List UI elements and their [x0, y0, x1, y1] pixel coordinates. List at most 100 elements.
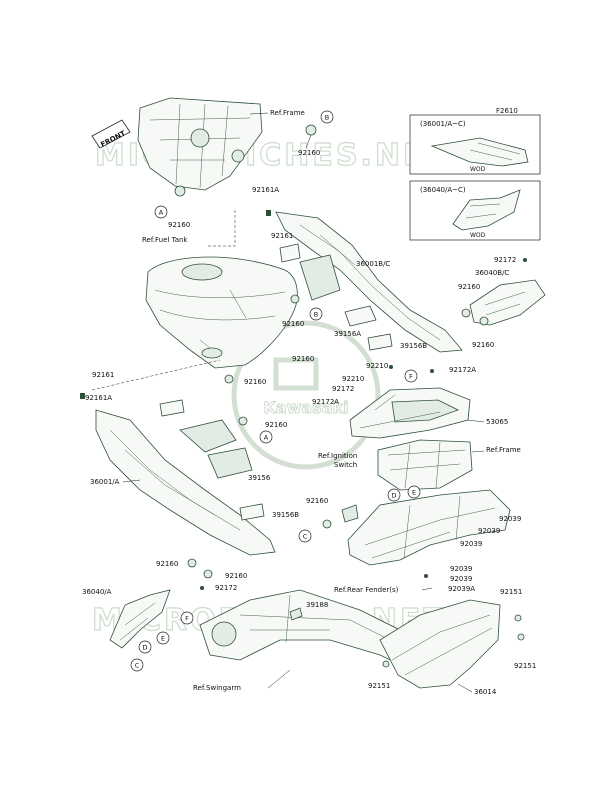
bolt-92151-right-lower	[517, 633, 525, 641]
label-92161A-top: 92161A	[252, 186, 279, 194]
panel-inner-left	[179, 419, 237, 453]
label-92160-upper: 92160	[282, 320, 304, 328]
inset-36001-note: WOD	[470, 166, 486, 173]
label-92172-lower-left: 92172	[215, 584, 237, 592]
ref-ignition-line2: Switch	[334, 461, 357, 469]
svg-text:F: F	[409, 373, 413, 381]
svg-text:B: B	[314, 311, 318, 319]
label-39156B-upper: 39156B	[400, 342, 427, 350]
label-92160-top: 92160	[298, 149, 320, 157]
grommet-92160-top	[305, 124, 317, 136]
screw-92210-a	[389, 365, 393, 369]
ref-ignition-line1: Ref.Ignition	[318, 452, 357, 460]
label-36001BC: 36001B/C	[356, 260, 390, 268]
clip-92161A-upper	[266, 210, 271, 216]
grab-rail-53065	[349, 387, 471, 439]
label-36040BC: 36040B/C	[475, 269, 509, 277]
callout-b-mid: B	[309, 307, 323, 321]
label-92160-right-top: 92160	[458, 283, 480, 291]
ref-fuel-tank: Ref.Fuel Tank	[142, 236, 188, 244]
pad-39156B-upper	[367, 333, 393, 351]
rear-fender-drawing	[347, 489, 511, 566]
callout-d-center: D	[387, 488, 401, 502]
inset-36040-note: WOD	[470, 232, 486, 239]
pad-39188	[289, 607, 303, 621]
svg-text:B: B	[325, 114, 329, 122]
ref-swingarm: Ref.Swingarm	[193, 684, 241, 692]
grommet-92160-right-b	[479, 316, 489, 326]
ref-frame-top: Ref.Frame	[270, 109, 305, 117]
label-92172-right: 92172	[494, 256, 516, 264]
grommet-92160-mid	[238, 416, 248, 426]
callout-a-mid: A	[259, 430, 273, 444]
label-92151-left: 92151	[368, 682, 390, 690]
grommet-92160-tank	[224, 374, 234, 384]
label-92160-lower-left: 92160	[156, 560, 178, 568]
label-92210-b: 92210	[342, 375, 364, 383]
label-92160-frame: 92160	[168, 221, 190, 229]
label-92151-top: 92151	[500, 588, 522, 596]
callout-f-lower: F	[180, 611, 194, 625]
callout-e-lower: E	[156, 631, 170, 645]
svg-text:E: E	[412, 489, 416, 497]
clip-92161A-left	[80, 393, 85, 399]
svg-text:A: A	[264, 434, 269, 442]
label-92210-a: 92210	[366, 362, 388, 370]
label-92160-tank: 92160	[292, 355, 314, 363]
bolt-92151-left	[382, 660, 390, 668]
label-92039-a: 92039	[460, 540, 482, 548]
label-39188: 39188	[306, 601, 328, 609]
frame-drawing	[137, 97, 263, 191]
label-39156A: 39156A	[334, 330, 361, 338]
label-36001A: 36001/A	[90, 478, 120, 486]
label-92160-right: 92160	[472, 341, 494, 349]
label-92160-tank-low: 92160	[244, 378, 266, 386]
ignition-bracket	[341, 504, 359, 523]
kawasaki-logo: Kawasaki	[231, 320, 381, 470]
grommet-92160-lower-left-a	[187, 558, 197, 568]
inset-36001-code: (36001/A~C)	[420, 120, 466, 128]
svg-text:A: A	[159, 209, 164, 217]
swingarm-drawing	[199, 589, 441, 673]
callout-e-center: E	[407, 485, 421, 499]
grommet-92160-lower-left-b	[203, 569, 213, 579]
tail-cover-36040A	[109, 589, 171, 649]
grommet-92160-right-a	[461, 308, 471, 318]
pad-92161-upper	[279, 243, 301, 263]
screw-92039	[424, 574, 428, 578]
svg-text:E: E	[161, 635, 165, 643]
svg-text:F: F	[185, 615, 189, 623]
label-92161-left: 92161	[92, 371, 114, 379]
pad-39156	[207, 447, 253, 479]
label-39156B-lower: 39156B	[272, 511, 299, 519]
callout-c-lower: C	[130, 658, 144, 672]
label-39156: 39156	[248, 474, 271, 482]
inset-36001: (36001/A~C) WOD	[409, 114, 541, 175]
panel-inner-upper	[299, 254, 341, 301]
screw-92172-right	[523, 258, 527, 262]
label-92039-c: 92039	[499, 515, 521, 523]
inset-36040-code: (36040/A~C)	[420, 186, 466, 194]
tail-cover-36040BC	[469, 279, 546, 326]
ref-frame-right: Ref.Frame	[486, 446, 521, 454]
grommet-92160-upper	[290, 294, 300, 304]
label-92160-lower-center: 92160	[306, 497, 328, 505]
callout-b-top: B	[320, 110, 334, 124]
label-53065: 53065	[486, 418, 508, 426]
svg-text:C: C	[135, 662, 140, 670]
svg-text:D: D	[142, 644, 147, 652]
screw-92172-lower-left	[200, 586, 204, 590]
callout-c-center: C	[298, 529, 312, 543]
bolt-92151-right	[514, 614, 522, 622]
label-92151-right: 92151	[514, 662, 536, 670]
pad-39156B-lower	[239, 503, 265, 521]
kawasaki-logo-text: Kawasaki	[263, 398, 348, 417]
grommet-92160-lower-center	[322, 519, 332, 529]
pad-39156A	[344, 305, 377, 327]
label-92039-d: 92039	[478, 527, 500, 535]
label-36040A: 36040/A	[82, 588, 112, 596]
pad-92161-left	[159, 399, 185, 417]
label-92161-upper: 92161	[271, 232, 293, 240]
fuel-tank-drawing	[145, 256, 298, 369]
